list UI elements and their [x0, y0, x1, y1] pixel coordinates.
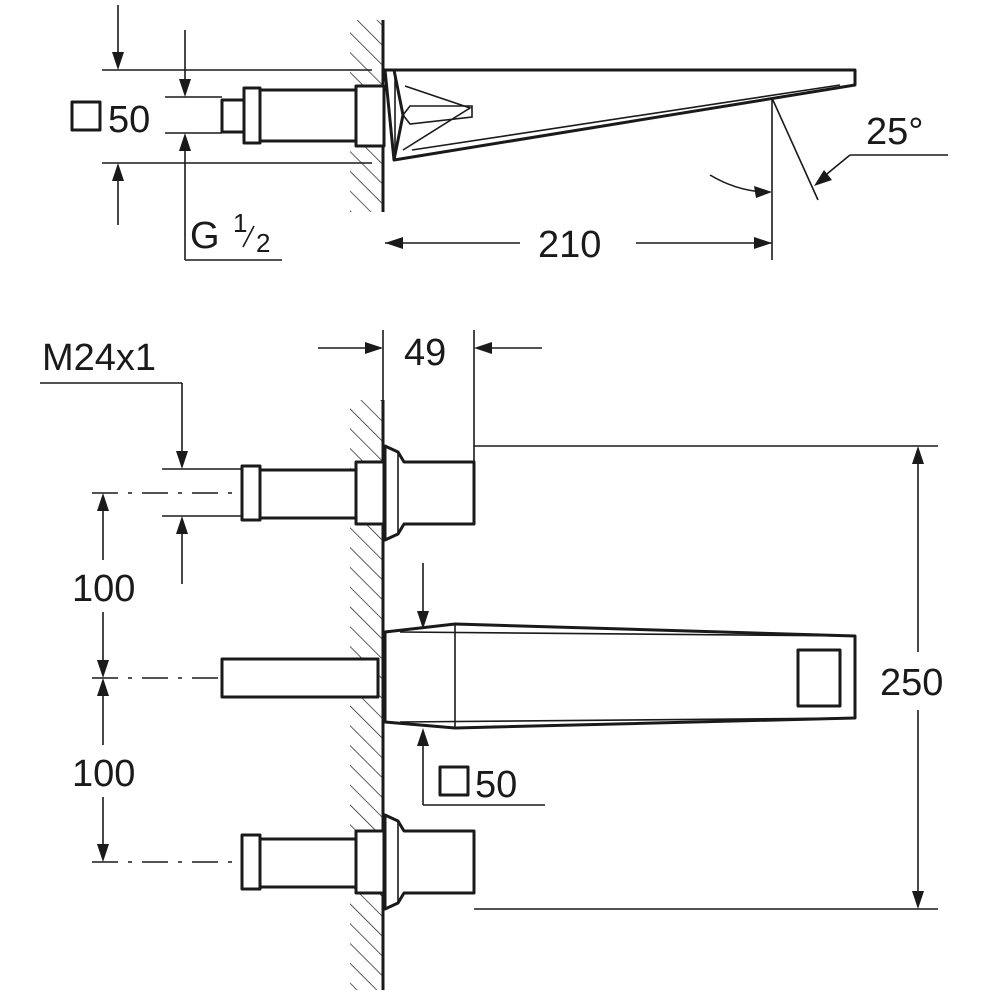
depth-label: 49 — [404, 332, 446, 374]
square-symbol-icon — [70, 100, 102, 132]
front-thread-label: M24x1 — [42, 337, 156, 379]
top-thread-den: 2 — [256, 228, 270, 258]
spout-outlet — [796, 648, 842, 708]
lower-handle — [383, 813, 476, 911]
spacing-upper-label: 100 — [72, 568, 135, 610]
front-view: 49 M24x1 50 — [40, 330, 943, 990]
spacing-lower-label: 100 — [72, 753, 135, 795]
upper-handle — [383, 444, 476, 542]
angle-label: 25° — [866, 111, 923, 153]
top-thread-label: G — [190, 215, 220, 257]
top-square-size-label: 50 — [108, 99, 150, 141]
height-label: 250 — [880, 662, 943, 704]
length-label: 210 — [538, 224, 601, 266]
top-view: 50 G 1 2 25° 210 — [70, 5, 948, 266]
front-square-symbol-icon — [438, 765, 470, 797]
spout-top-outline — [383, 68, 857, 162]
front-square-size-label: 50 — [475, 764, 517, 806]
top-thread-num: 1 — [233, 208, 247, 238]
